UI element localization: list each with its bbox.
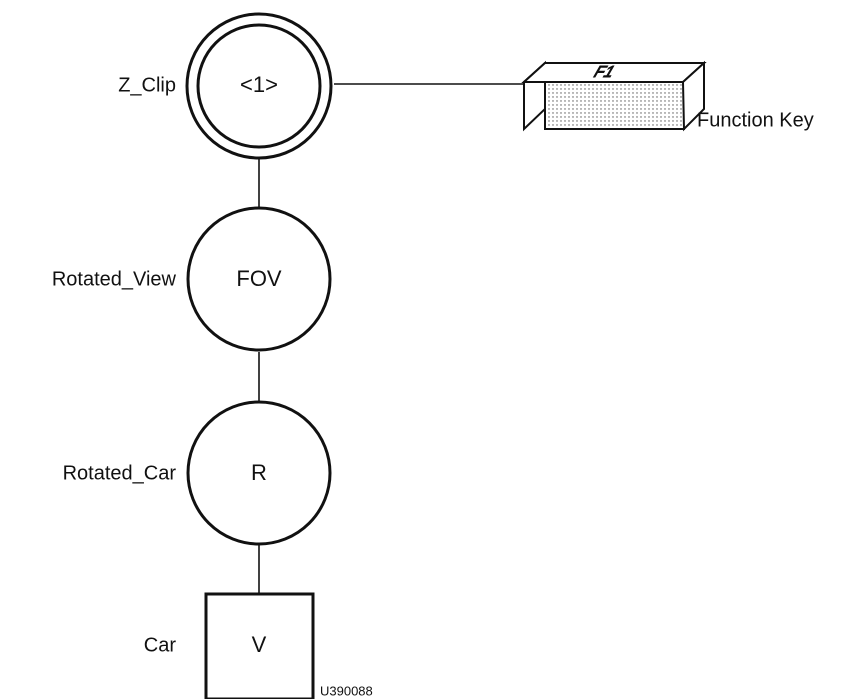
rotated-car-symbol: R	[251, 460, 267, 485]
function-key-label: Function Key	[697, 109, 814, 131]
key-front-face	[544, 81, 685, 130]
rotated-view-circle	[186, 206, 332, 352]
rotated-car-circle	[186, 400, 332, 546]
key-right-face	[681, 60, 705, 132]
figure-id: U390088	[320, 683, 373, 698]
rotated-view-label: Rotated_View	[52, 268, 177, 290]
car-box	[204, 592, 315, 699]
rotated-view-symbol: FOV	[236, 266, 282, 291]
car-label: Car	[144, 634, 177, 656]
z-clip-label: Z_Clip	[118, 74, 176, 96]
function-key-icon: F1	[521, 60, 707, 132]
rotated-car-label: Rotated_Car	[63, 462, 177, 484]
z-clip-symbol: <1>	[240, 72, 278, 97]
node-car: V	[204, 592, 315, 699]
car-symbol: V	[252, 632, 267, 657]
z-clip-outer-ring	[185, 12, 333, 160]
node-rotated-car: R	[186, 400, 332, 546]
node-rotated-view: FOV	[186, 206, 332, 352]
z-clip-inner-ring	[196, 23, 322, 149]
node-z-clip: <1>	[185, 12, 333, 160]
